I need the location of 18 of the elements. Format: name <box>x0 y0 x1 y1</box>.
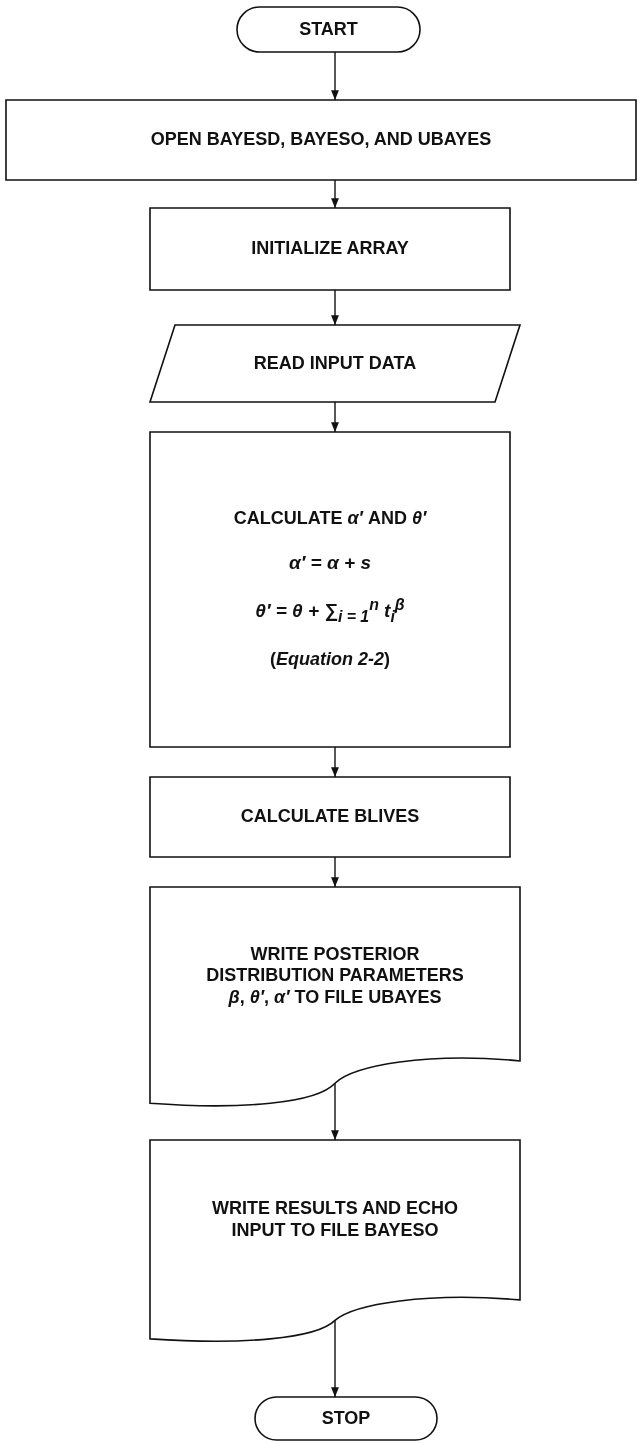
step-label: CALCULATE BLIVES <box>240 806 420 828</box>
step-label: STOP <box>321 1407 371 1430</box>
arrow <box>331 179 339 209</box>
arrow <box>331 401 339 433</box>
arrow <box>331 856 339 888</box>
step-label: WRITE RESULTS AND ECHO INPUT TO FILE BAYESO <box>211 1198 459 1242</box>
arrow <box>331 746 339 778</box>
arrow <box>331 51 339 101</box>
step-label: START <box>299 18 358 41</box>
step-label: INITIALIZE ARRAY <box>251 238 409 260</box>
equation-reference: (Equation 2-2) <box>270 649 390 672</box>
arrow <box>331 1082 339 1141</box>
equation: α′ = α + s <box>289 551 371 575</box>
step-label: CALCULATE α′ AND θ′ <box>233 507 427 530</box>
step-label: OPEN BAYESD, BAYESO, AND UBAYES <box>150 129 492 151</box>
step-label: READ INPUT DATA <box>253 352 417 375</box>
arrow <box>331 289 339 326</box>
step-label: WRITE POSTERIOR DISTRIBUTION PARAMETERS β, θ′, α′ TO FILE UBAYES <box>205 943 465 1009</box>
